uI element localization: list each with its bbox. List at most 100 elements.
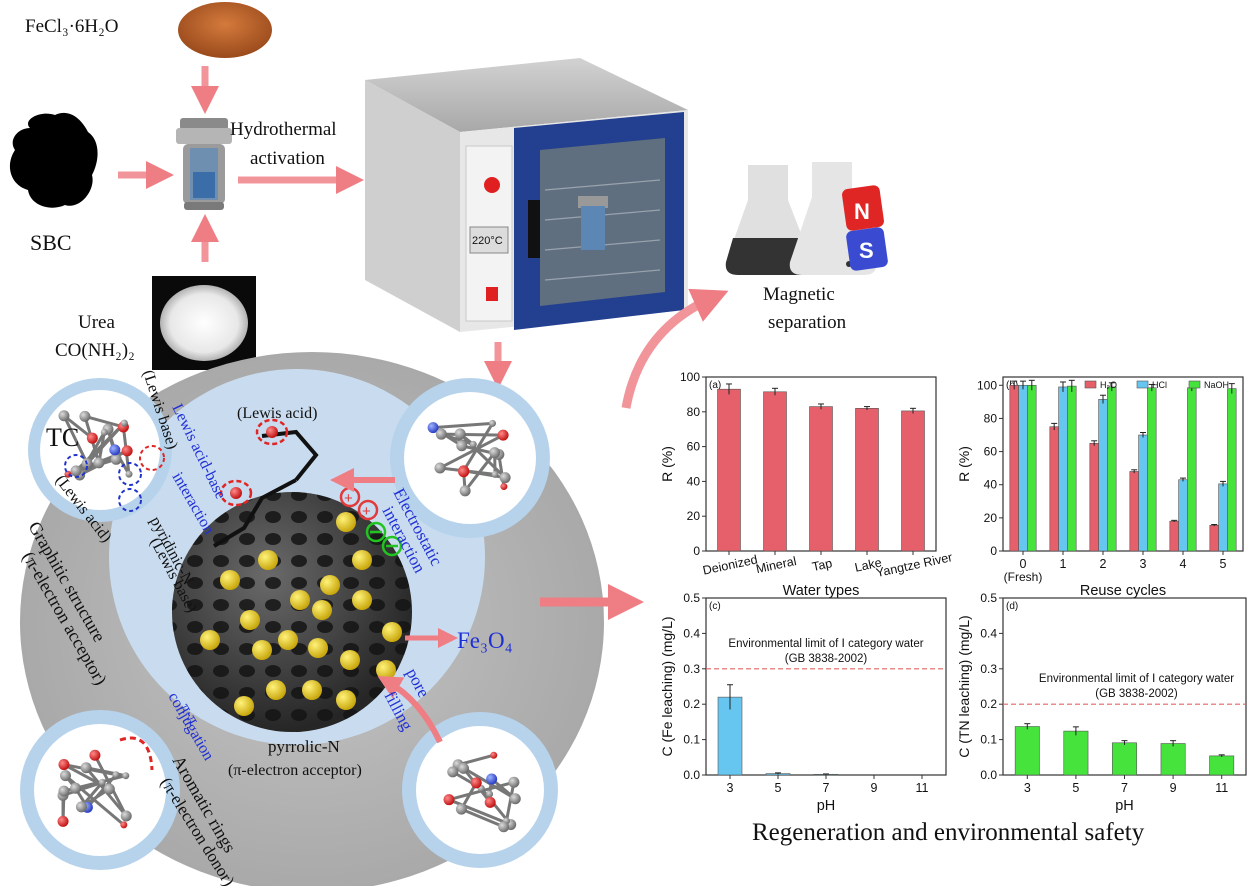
fe3o4-particle	[252, 640, 272, 660]
y-tick-label: 60	[687, 440, 701, 454]
y-tick-label: 0.3	[980, 662, 997, 676]
footer-title: Regeneration and environmental safety	[752, 819, 1145, 846]
pi-acceptor-bottom: (π-electron acceptor)	[228, 762, 362, 779]
molecule-atom	[509, 793, 521, 805]
legend-label: HCl	[1152, 380, 1167, 390]
molecule-atom	[500, 483, 508, 491]
x-axis-label: pH	[817, 798, 836, 814]
molecule-atom	[110, 453, 122, 465]
y-tick-label: 40	[984, 478, 998, 492]
bar	[717, 388, 741, 552]
y-tick-label: 0.2	[683, 697, 700, 711]
fe3o4-particle	[312, 600, 332, 620]
graphitic-chain	[212, 429, 319, 548]
fe3o4-particle	[376, 660, 396, 680]
bar	[1169, 520, 1179, 552]
y-tick-label: 60	[984, 445, 998, 459]
legend-swatch	[1188, 380, 1201, 389]
limit-sublabel: (GB 3838-2002)	[785, 653, 868, 665]
aromatic-ring-dashed	[119, 736, 154, 771]
y-axis-label: C (Fe leaching) (mg/L)	[659, 616, 675, 756]
chart-d: (d)0.00.10.20.30.40.5C (TN leaching) (mg…	[956, 591, 1247, 814]
lewis-acid-dashed-1	[255, 418, 289, 446]
molecule-atom	[469, 440, 477, 448]
pyrrolic-n-label: pyrrolic-N	[268, 737, 340, 756]
molecule-atom	[486, 790, 494, 798]
bar	[1209, 525, 1219, 552]
fe3o4-particle	[336, 512, 356, 532]
synthesis-section: FeCl₃·6H₂O SBC Urea CO(NH₂)₂ Hydrotherma…	[9, 2, 888, 409]
molecule-atom	[75, 801, 87, 813]
legend-swatch	[1084, 380, 1097, 389]
bar	[763, 391, 787, 552]
bar	[1089, 442, 1099, 552]
bar	[855, 408, 879, 552]
fe3o4-particle	[308, 638, 328, 658]
molecule-atom	[447, 766, 459, 778]
y-tick-label: 0.4	[980, 626, 997, 640]
molecule-bond	[62, 415, 89, 465]
x-tick-label: 5	[775, 781, 782, 795]
molecule-bond	[440, 432, 474, 446]
x-tick-label: 11	[1215, 781, 1228, 795]
molecule-atom	[443, 794, 455, 806]
molecule-atom	[470, 777, 482, 789]
autoclave-icon	[176, 118, 232, 210]
molecule-bond	[84, 414, 124, 429]
arrow-pore-filling	[377, 676, 443, 744]
molecule-atom	[489, 447, 501, 459]
bar	[1058, 386, 1068, 552]
molecule-atom	[489, 419, 497, 427]
x-tick-label: 7	[1121, 781, 1128, 795]
y-tick-label: 0	[693, 544, 700, 558]
molecule-atom	[456, 440, 468, 452]
y-tick-label: 20	[984, 511, 998, 525]
bar	[1107, 386, 1117, 552]
fe3o4-label: Fe₃O₄	[457, 628, 513, 653]
fe3o4-particle	[290, 590, 310, 610]
fecl3-label: FeCl₃·6H₂O	[25, 16, 118, 37]
limit-label: Environmental limit of Ⅰ category water	[1039, 673, 1234, 685]
y-axis-label: R (%)	[659, 446, 675, 482]
y-tick-label: 100	[680, 370, 700, 384]
x-tick-label: 1	[1060, 557, 1067, 571]
limit-sublabel: (GB 3838-2002)	[1095, 688, 1178, 700]
fe3o4-particle	[352, 550, 372, 570]
hydrothermal-label: Hydrothermal	[230, 119, 337, 140]
x-tick-sublabel: (Fresh)	[1004, 570, 1043, 584]
oven-icon: 220°C	[365, 58, 688, 332]
bar	[1227, 388, 1237, 552]
molecule-atom	[455, 803, 467, 815]
fe3o4-particle	[340, 650, 360, 670]
x-tick-label: Lake	[853, 555, 882, 574]
panel-label: (a)	[709, 380, 721, 391]
x-tick-label: Tap	[811, 556, 834, 574]
bar	[809, 406, 833, 552]
bar	[1112, 742, 1137, 776]
molecule-atom	[93, 457, 105, 469]
molecule-atom	[109, 444, 121, 456]
molecule-atom	[491, 470, 499, 478]
y-tick-label: 80	[984, 411, 998, 425]
fe3o4-particle	[382, 622, 402, 642]
molecule-bond	[439, 433, 504, 470]
bar	[901, 410, 925, 552]
magnet-s: S	[859, 238, 874, 263]
molecule-atom	[58, 785, 70, 797]
bar	[1018, 384, 1028, 552]
svg-text:+: +	[362, 503, 371, 520]
molecule-atom	[120, 810, 132, 822]
molecule-bond	[463, 451, 496, 492]
y-tick-label: 0.0	[683, 768, 700, 782]
bar	[1129, 471, 1139, 552]
y-axis-label: R (%)	[956, 446, 972, 482]
molecule-atom	[122, 772, 130, 780]
molecule-atom	[100, 428, 108, 436]
bar	[1014, 726, 1040, 776]
fecl3-powder	[178, 2, 272, 58]
y-tick-label: 0.1	[683, 733, 700, 747]
molecule-atom	[112, 771, 120, 779]
x-axis-label: pH	[1115, 798, 1134, 814]
y-tick-label: 40	[687, 474, 701, 488]
